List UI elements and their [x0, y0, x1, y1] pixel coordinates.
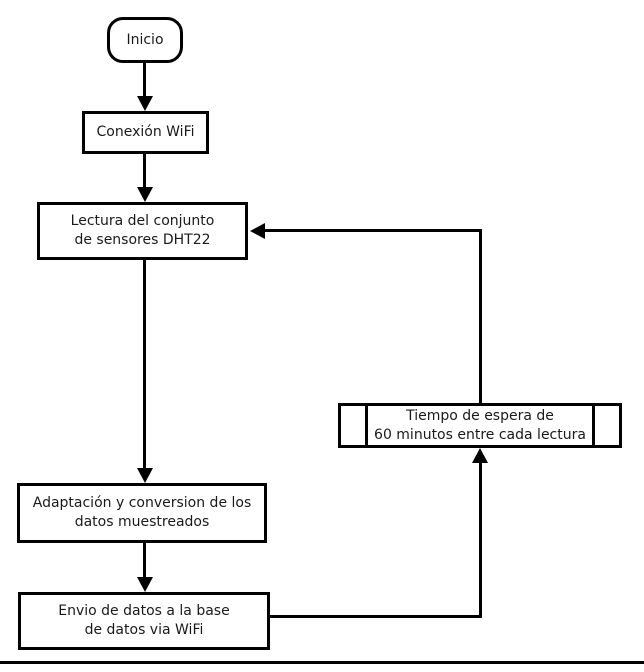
arrowhead-down-icon: [137, 96, 153, 111]
process-node-conexion-wifi: Conexión WiFi: [82, 111, 209, 154]
edge-inicio-to-conexion-line: [143, 63, 146, 97]
arrowhead-down-icon: [137, 577, 153, 592]
edge-conexion-to-lectura-line: [143, 154, 146, 188]
edge-adaptacion-to-envio-line: [143, 543, 146, 578]
arrowhead-down-icon: [137, 468, 153, 483]
start-node-label: Inicio: [126, 31, 164, 48]
process-node-label: Adaptación y conversion de los datos mue…: [32, 495, 252, 530]
bottom-divider-rule: [0, 661, 644, 664]
predefined-process-right-bar: [592, 406, 595, 445]
edge-lectura-to-adaptacion-line: [143, 260, 146, 469]
edge-envio-to-tiempo-horizontal-line: [270, 615, 482, 618]
predefined-process-left-bar: [365, 406, 368, 445]
edge-tiempo-to-lectura-horizontal-line: [264, 229, 482, 232]
predefined-process-node-tiempo-espera: Tiempo de espera de 60 minutos entre cad…: [338, 403, 622, 448]
start-node-inicio: Inicio: [107, 17, 183, 63]
arrowhead-left-icon: [250, 223, 265, 239]
process-node-adaptacion-datos: Adaptación y conversion de los datos mue…: [17, 483, 267, 543]
arrowhead-up-icon: [472, 448, 488, 463]
process-node-label: Envio de datos a la base de datos via Wi…: [58, 603, 230, 638]
edge-tiempo-to-lectura-vertical-line: [479, 229, 482, 403]
process-node-label: Lectura del conjunto de sensores DHT22: [70, 213, 215, 248]
edge-envio-to-tiempo-vertical-line: [479, 461, 482, 618]
predefined-process-node-label: Tiempo de espera de 60 minutos entre cad…: [374, 407, 586, 443]
process-node-label: Conexión WiFi: [96, 124, 195, 140]
arrowhead-down-icon: [137, 187, 153, 202]
process-node-lectura-sensores: Lectura del conjunto de sensores DHT22: [37, 202, 248, 260]
process-node-envio-datos: Envio de datos a la base de datos via Wi…: [18, 592, 270, 650]
